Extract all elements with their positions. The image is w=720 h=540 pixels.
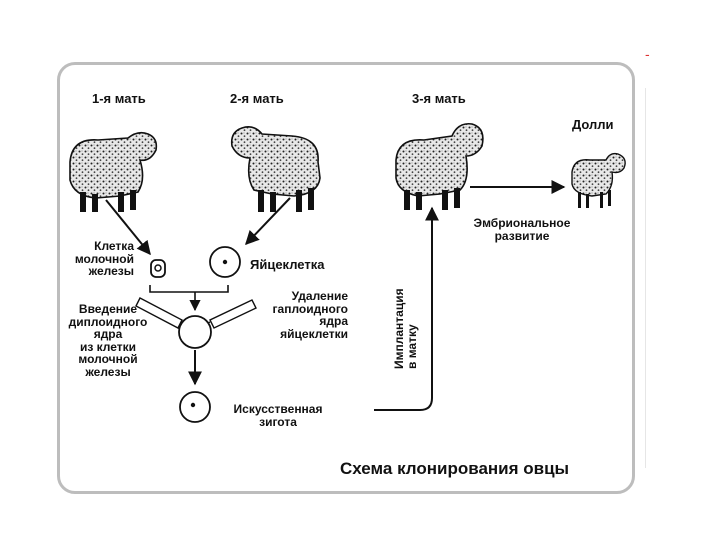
arrow-mother1-to-cell — [105, 199, 151, 256]
label-embryonic: Эмбриональное развитие — [473, 216, 571, 243]
label-implantation-line2: в матку — [405, 324, 419, 369]
corner-mark: - — [645, 46, 650, 62]
label-mother-3: 3-я мать — [412, 91, 466, 106]
sheep-dolly — [571, 152, 626, 208]
label-remove-nucleus: Удаление гаплоидного ядра яйцеклетки — [272, 289, 348, 341]
sheep-mother-1 — [69, 131, 158, 212]
zygote-icon — [179, 391, 211, 423]
label-egg-cell: Яйцеклетка — [250, 257, 325, 272]
egg-cell-icon — [209, 246, 241, 278]
manipulated-egg-icon — [178, 315, 212, 349]
label-insert-nucleus: Введение диплоидного ядра из клетки моло… — [68, 302, 148, 379]
label-implantation: Имплантация в матку — [392, 259, 421, 369]
edge-rule — [645, 88, 646, 468]
diagram-caption: Схема клонирования овцы — [340, 459, 570, 478]
label-zygote: Искусственная зигота — [233, 402, 323, 429]
arrow-mother2-to-egg — [245, 197, 291, 246]
mammary-cell-icon — [150, 259, 166, 278]
label-mother-2: 2-я мать — [230, 91, 284, 106]
sheep-mother-3 — [395, 122, 484, 210]
sheep-mother-2 — [230, 126, 321, 212]
label-mother-1: 1-я мать — [92, 91, 146, 106]
label-dolly: Долли — [572, 117, 614, 132]
arrow-implantation — [374, 206, 439, 411]
label-implantation-line1: Имплантация — [392, 288, 406, 369]
merge-bracket — [149, 285, 229, 293]
label-mammary-cell: Клетка молочной железы — [74, 239, 134, 278]
diagram-frame — [57, 62, 635, 494]
